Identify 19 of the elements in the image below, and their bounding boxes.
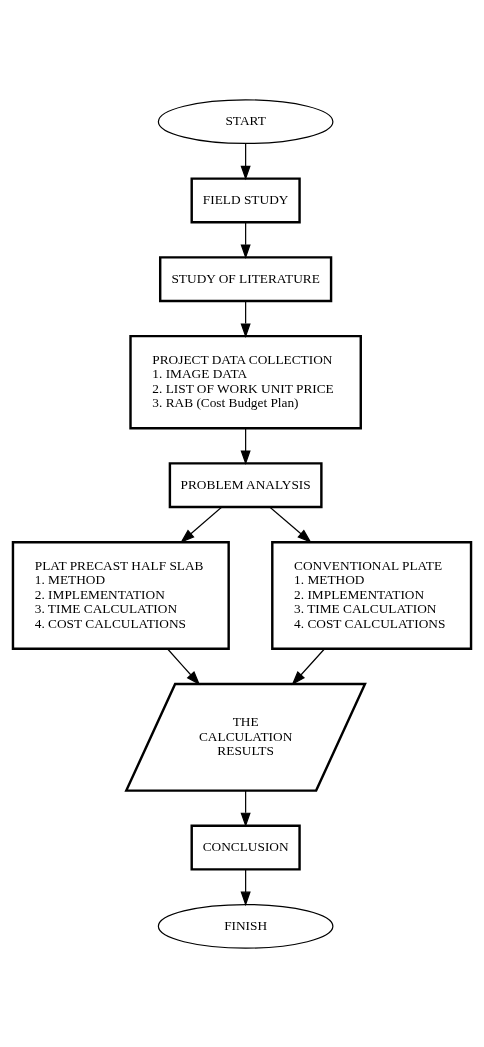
arrow (240, 221, 251, 259)
arrow (240, 300, 251, 338)
arrow (240, 868, 251, 906)
arrow (167, 647, 201, 685)
node-box: CONCLUSION (190, 824, 301, 871)
node-box: PLAT PRECAST HALF SLAB 1. METHOD 2. IMPLEMENTATION 3. TIME CALCULATION 4. COST CALCULATIONS (11, 540, 230, 650)
node-box: CONVENTIONAL PLATE 1. METHOD 2. IMPLEMENTATION 3. TIME CALCULATION 4. COST CALCULATIONS (271, 540, 473, 650)
arrow (240, 142, 251, 180)
node-box: PROJECT DATA COLLECTION 1. IMAGE DATA 2. LIST OF WORK UNIT PRICE 3. RAB (Cost Budget Plan) (129, 334, 362, 429)
node-box: FIELD STUDY (190, 176, 301, 223)
node-box: PROBLEM ANALYSIS (168, 461, 323, 508)
arrow (269, 506, 312, 543)
arrow (240, 789, 251, 827)
arrow (180, 506, 223, 543)
node-box: STUDY OF LITERATURE (159, 255, 333, 302)
arrow (291, 647, 325, 685)
node-ellipse: START (157, 98, 334, 144)
node-ellipse: FINISH (157, 903, 334, 949)
arrow (240, 427, 251, 465)
